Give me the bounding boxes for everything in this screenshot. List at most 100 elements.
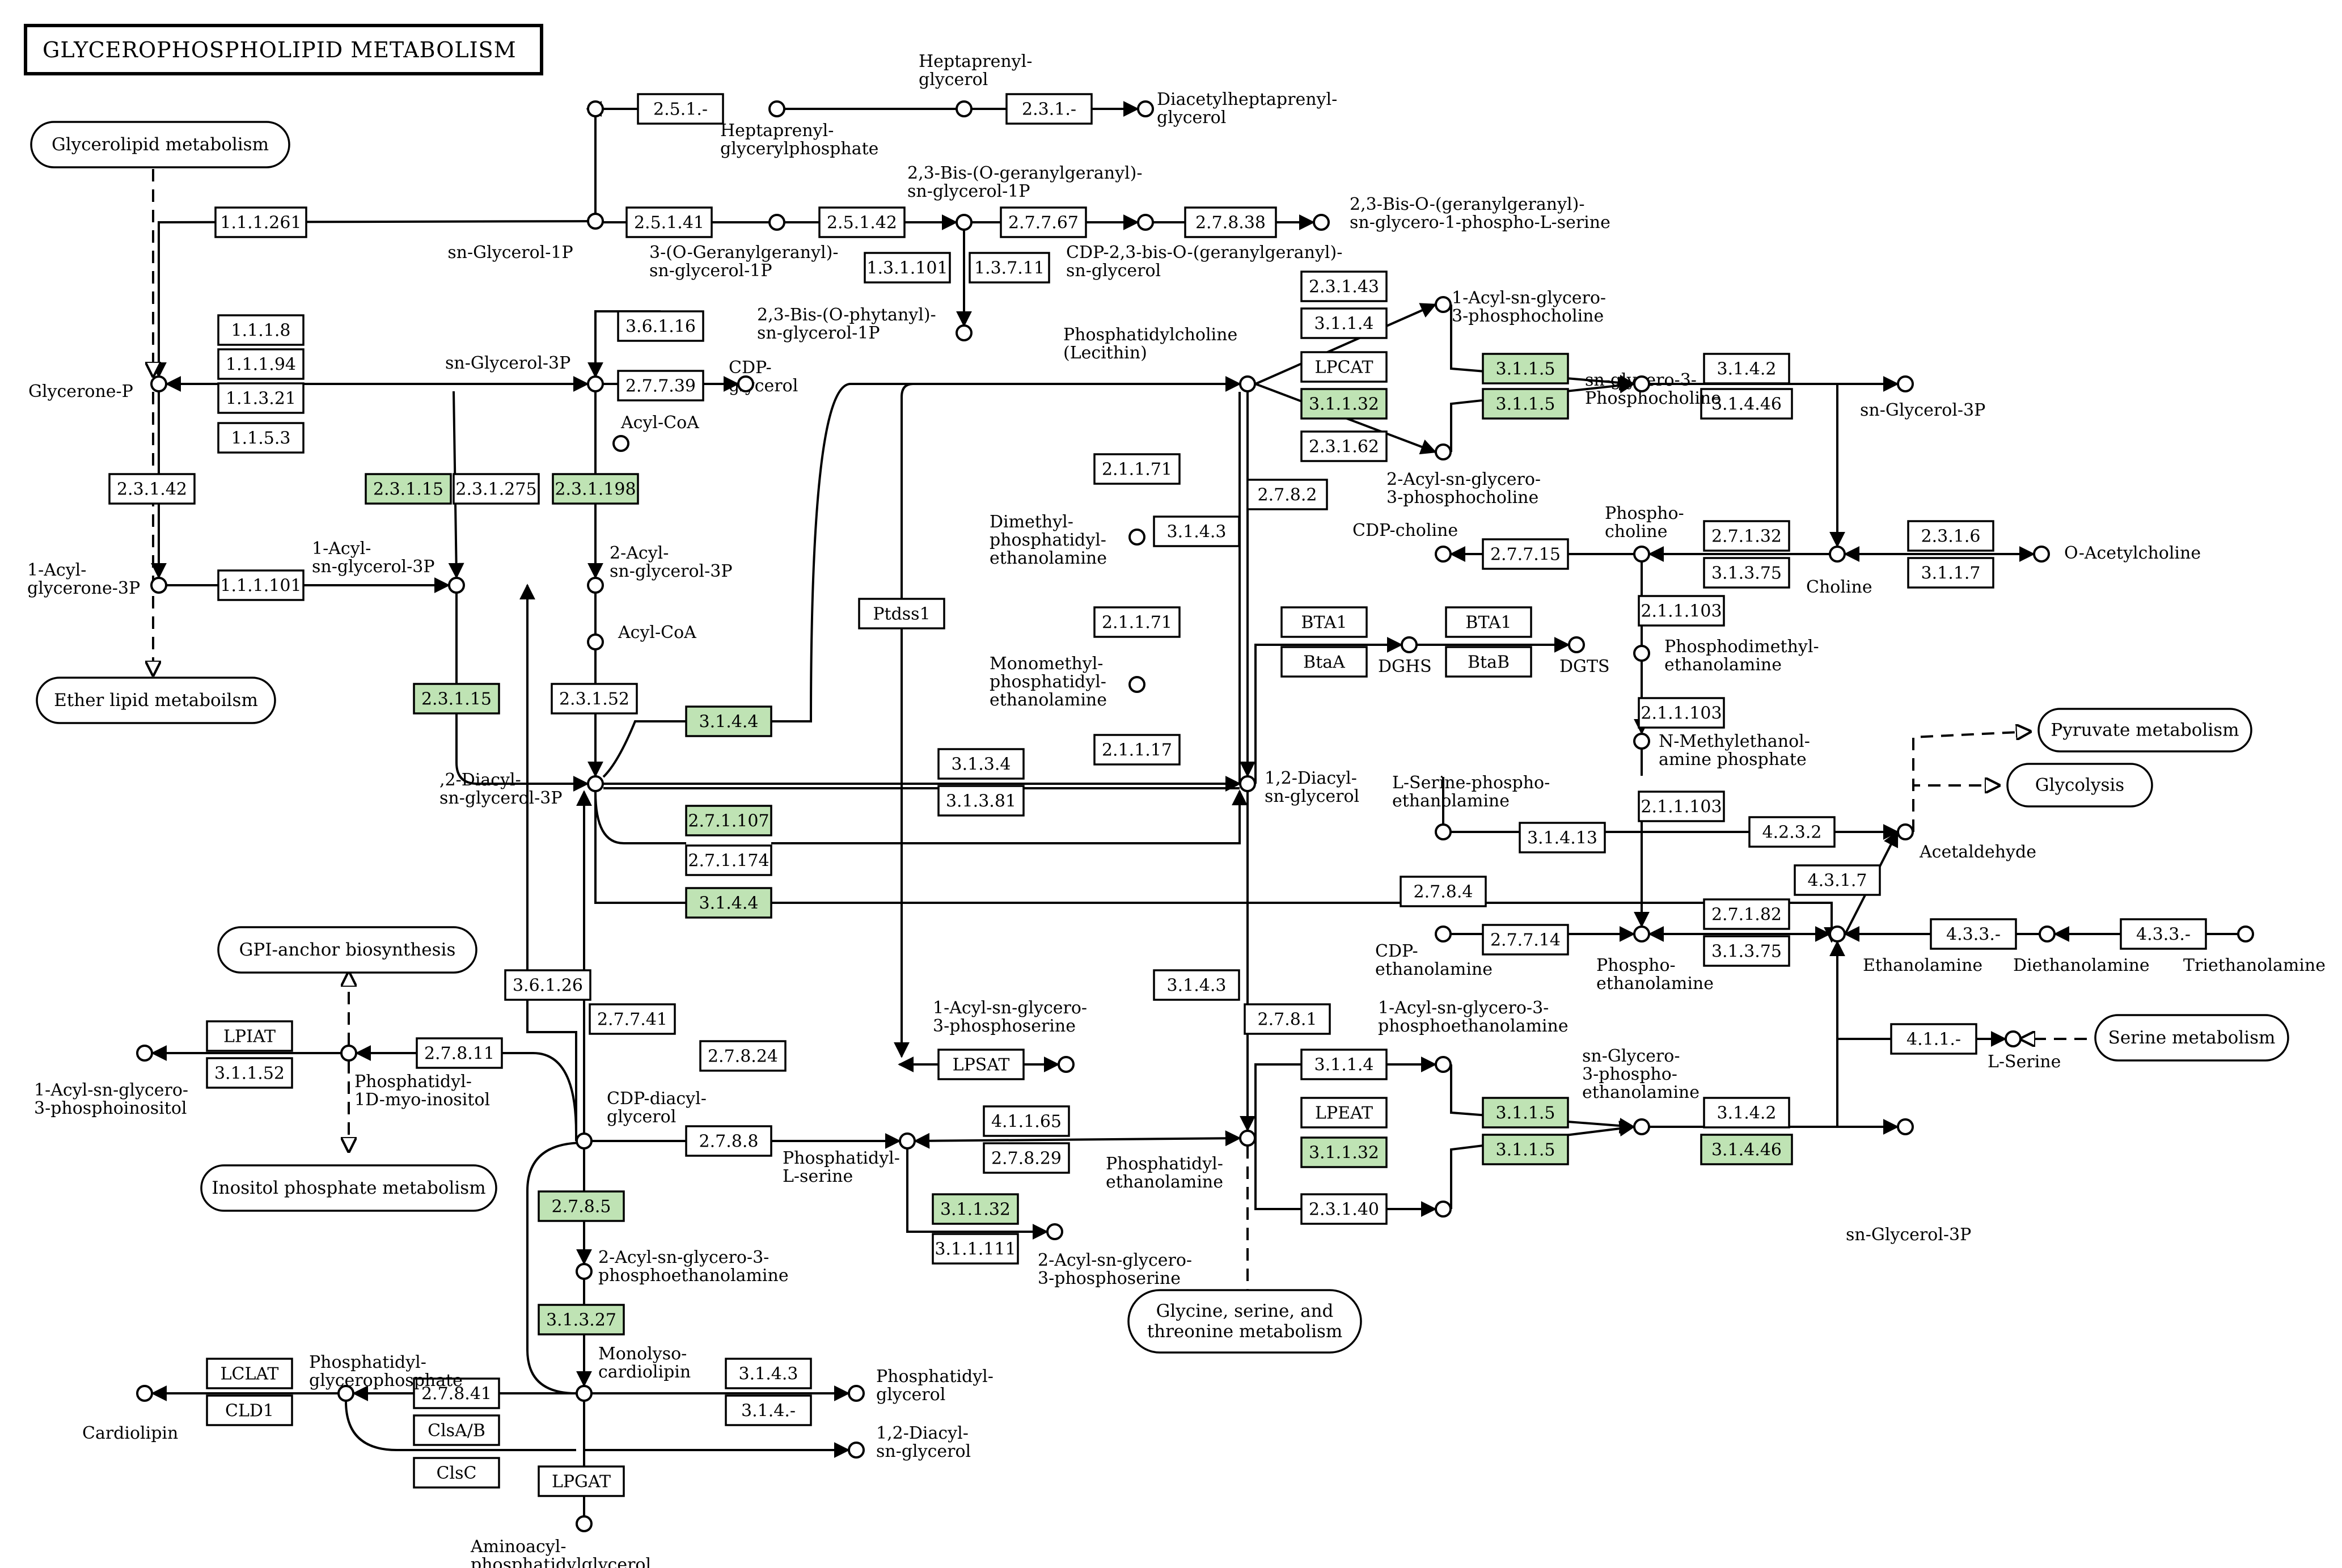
compound-node[interactable] bbox=[1435, 546, 1452, 563]
compound-node[interactable] bbox=[612, 435, 629, 452]
enzyme-box[interactable]: 2.3.1.15 bbox=[413, 683, 500, 715]
compound-node[interactable] bbox=[136, 1385, 153, 1402]
enzyme-box[interactable]: 3.6.1.26 bbox=[504, 969, 591, 1001]
compound-node[interactable] bbox=[337, 1385, 354, 1402]
compound-node[interactable] bbox=[1046, 1223, 1063, 1240]
compound-node[interactable] bbox=[768, 100, 785, 117]
enzyme-box[interactable]: 1.3.7.11 bbox=[969, 252, 1050, 284]
compound-node[interactable] bbox=[737, 375, 754, 392]
compound-node[interactable] bbox=[1633, 733, 1650, 750]
enzyme-box[interactable]: 3.1.1.4 bbox=[1300, 1049, 1388, 1080]
enzyme-box[interactable]: 3.1.3.75 bbox=[1703, 557, 1790, 589]
compound-node[interactable] bbox=[1137, 100, 1154, 117]
compound-node[interactable] bbox=[848, 1385, 865, 1402]
compound-node[interactable] bbox=[576, 1385, 593, 1402]
compound-node[interactable] bbox=[576, 1263, 593, 1280]
compound-node[interactable] bbox=[1435, 443, 1452, 460]
enzyme-box[interactable]: 2.1.1.71 bbox=[1093, 453, 1181, 485]
compound-node[interactable] bbox=[1435, 925, 1452, 943]
compound-node[interactable] bbox=[150, 577, 167, 594]
compound-node[interactable] bbox=[2039, 925, 2056, 943]
enzyme-box[interactable]: 2.1.1.103 bbox=[1638, 595, 1725, 627]
map-link-inositol[interactable]: Inositol phosphate metabolism bbox=[200, 1164, 497, 1212]
enzyme-box[interactable]: 2.5.1.- bbox=[637, 93, 724, 125]
enzyme-box[interactable]: 3.1.1.4 bbox=[1300, 307, 1388, 339]
enzyme-box[interactable]: 2.3.1.43 bbox=[1300, 271, 1388, 302]
enzyme-box[interactable]: LPEAT bbox=[1300, 1097, 1388, 1129]
enzyme-box[interactable]: 3.1.1.111 bbox=[932, 1233, 1019, 1265]
enzyme-box[interactable]: 2.3.1.198 bbox=[552, 473, 639, 505]
enzyme-box[interactable]: 2.7.7.41 bbox=[589, 1003, 676, 1035]
compound-node[interactable] bbox=[576, 1515, 593, 1532]
compound-node[interactable] bbox=[2005, 1030, 2022, 1047]
enzyme-box[interactable]: 4.3.1.7 bbox=[1794, 864, 1881, 896]
map-link-glycerolipid[interactable]: Glycerolipid metabolism bbox=[30, 121, 290, 168]
compound-node[interactable] bbox=[899, 1132, 916, 1149]
compound-node[interactable] bbox=[848, 1442, 865, 1459]
enzyme-box[interactable]: 3.1.1.32 bbox=[1300, 1136, 1388, 1168]
compound-node[interactable] bbox=[1239, 375, 1256, 392]
enzyme-box[interactable]: 2.7.8.4 bbox=[1400, 876, 1487, 907]
enzyme-box[interactable]: 3.1.1.32 bbox=[1300, 388, 1388, 420]
enzyme-box[interactable]: 2.3.1.15 bbox=[365, 473, 452, 505]
enzyme-box[interactable]: 3.1.4.46 bbox=[1700, 1134, 1793, 1165]
enzyme-box[interactable]: 2.5.1.42 bbox=[818, 206, 906, 238]
enzyme-box[interactable]: 3.1.4.2 bbox=[1703, 1097, 1790, 1129]
compound-node[interactable] bbox=[1633, 1118, 1650, 1135]
enzyme-box[interactable]: 3.1.3.4 bbox=[937, 748, 1025, 780]
compound-node[interactable] bbox=[1829, 925, 1846, 943]
enzyme-box[interactable]: 2.7.1.32 bbox=[1703, 520, 1790, 552]
enzyme-box[interactable]: 2.7.8.2 bbox=[1246, 479, 1328, 510]
compound-node[interactable] bbox=[1897, 375, 1914, 392]
compound-node[interactable] bbox=[1435, 1056, 1452, 1073]
enzyme-box[interactable]: 4.3.3.- bbox=[1930, 918, 2017, 950]
enzyme-box[interactable]: 1.1.1.261 bbox=[214, 206, 307, 238]
enzyme-box[interactable]: 2.7.1.107 bbox=[685, 805, 772, 836]
enzyme-box[interactable]: 2.3.1.40 bbox=[1300, 1193, 1388, 1225]
enzyme-box[interactable]: 3.1.4.3 bbox=[1153, 515, 1240, 547]
map-link-gpi[interactable]: GPI-anchor biosynthesis bbox=[217, 926, 477, 974]
enzyme-box[interactable]: 3.1.3.27 bbox=[538, 1304, 625, 1335]
enzyme-box[interactable]: 3.1.4.4 bbox=[685, 887, 772, 919]
enzyme-box[interactable]: LPGAT bbox=[538, 1465, 625, 1497]
enzyme-box[interactable]: BtaB bbox=[1445, 646, 1532, 678]
enzyme-box[interactable]: 2.7.8.11 bbox=[416, 1037, 503, 1069]
enzyme-box[interactable]: 2.7.8.5 bbox=[538, 1190, 625, 1222]
enzyme-box[interactable]: 1.1.5.3 bbox=[217, 422, 305, 454]
enzyme-box[interactable]: LPCAT bbox=[1300, 351, 1388, 383]
enzyme-box[interactable]: BTA1 bbox=[1280, 606, 1368, 638]
compound-node[interactable] bbox=[1633, 375, 1650, 392]
compound-node[interactable] bbox=[587, 375, 604, 392]
enzyme-box[interactable]: 3.1.1.7 bbox=[1907, 557, 1994, 589]
map-link-serinemet[interactable]: Serine metabolism bbox=[2094, 1014, 2289, 1062]
compound-node[interactable] bbox=[576, 1132, 593, 1149]
compound-node[interactable] bbox=[1058, 1056, 1075, 1073]
compound-node[interactable] bbox=[1633, 645, 1650, 662]
compound-node[interactable] bbox=[150, 375, 167, 392]
compound-node[interactable] bbox=[1128, 529, 1145, 546]
compound-node[interactable] bbox=[136, 1045, 153, 1062]
enzyme-box[interactable]: 1.1.3.21 bbox=[217, 382, 305, 414]
enzyme-box[interactable]: 3.1.1.32 bbox=[932, 1193, 1019, 1225]
enzyme-box[interactable]: 3.1.4.46 bbox=[1700, 388, 1793, 420]
compound-node[interactable] bbox=[2237, 925, 2254, 943]
enzyme-box[interactable]: 3.1.4.4 bbox=[685, 705, 772, 737]
enzyme-box[interactable]: 2.7.8.8 bbox=[685, 1125, 772, 1157]
enzyme-box[interactable]: 4.1.1.- bbox=[1890, 1023, 1977, 1055]
enzyme-box[interactable]: 3.1.1.5 bbox=[1482, 388, 1569, 420]
enzyme-box[interactable]: Ptdss1 bbox=[858, 598, 945, 629]
enzyme-box[interactable]: LPSAT bbox=[937, 1049, 1025, 1080]
enzyme-box[interactable]: 4.2.3.2 bbox=[1748, 816, 1836, 848]
enzyme-box[interactable]: 3.1.1.5 bbox=[1482, 353, 1569, 384]
enzyme-box[interactable]: 3.1.4.2 bbox=[1703, 353, 1790, 384]
enzyme-box[interactable]: 2.7.1.174 bbox=[685, 844, 772, 876]
map-link-glycolysis[interactable]: Glycolysis bbox=[2006, 763, 2153, 808]
compound-node[interactable] bbox=[1435, 296, 1452, 313]
enzyme-box[interactable]: 2.1.1.103 bbox=[1638, 697, 1725, 729]
enzyme-box[interactable]: 3.1.4.13 bbox=[1519, 822, 1606, 853]
enzyme-box[interactable]: 2.7.8.29 bbox=[983, 1142, 1070, 1174]
compound-node[interactable] bbox=[1633, 546, 1650, 563]
enzyme-box[interactable]: 2.3.1.6 bbox=[1907, 520, 1994, 552]
enzyme-box[interactable]: 3.1.1.5 bbox=[1482, 1134, 1569, 1165]
compound-node[interactable] bbox=[587, 775, 604, 792]
